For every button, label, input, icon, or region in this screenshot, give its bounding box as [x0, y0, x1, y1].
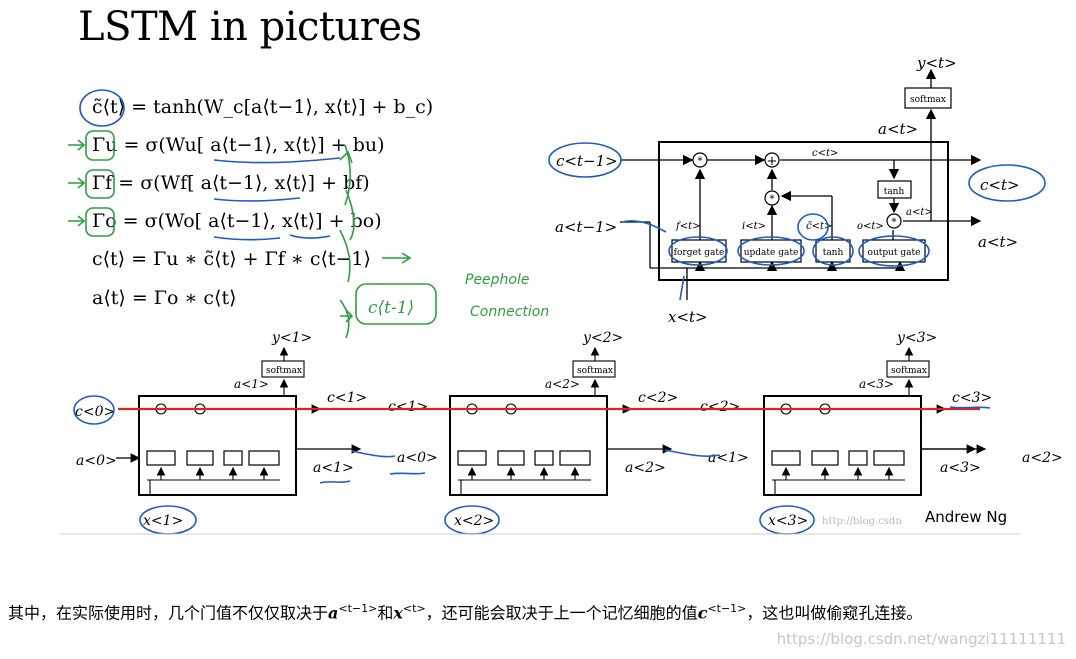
cell-state-out-label: c<2> [638, 390, 678, 406]
svg-text:output gate: output gate [868, 248, 921, 258]
unrolled-gate-box [248, 450, 280, 466]
svg-text:*: * [698, 156, 703, 167]
svg-text:tanh: tanh [823, 248, 844, 258]
activation-top-label: a<3> [859, 377, 894, 391]
peephole-note-line1: Peephole [465, 272, 530, 288]
svg-text:+: + [767, 154, 778, 169]
svg-text:o<t>: o<t> [857, 221, 884, 232]
svg-text:c<t>: c<t> [980, 176, 1020, 194]
svg-text:a<t>: a<t> [878, 120, 918, 138]
c2-mid-label: c<2> [700, 399, 740, 415]
softmax-box [572, 360, 616, 378]
equation-c-tilde: c̃⟨t⟩ = tanh(W_c[a⟨t−1⟩, x⟨t⟩] + b_c) [92, 96, 434, 118]
svg-text:i<t>: i<t> [742, 221, 766, 232]
softmax-label: softmax [266, 366, 302, 376]
svg-text:update gate: update gate [744, 248, 799, 258]
unrolled-gate-box [534, 450, 554, 466]
svg-text:*: * [892, 217, 897, 228]
cell-state-out-label: c<1> [327, 390, 367, 406]
svg-text:x<t>: x<t> [668, 308, 708, 326]
activation-in-label: a<0> [397, 450, 438, 466]
peephole-note-line2: Connection [470, 304, 550, 320]
unrolled-cell-2: softmax y<2> a<2> c<2> a<1> x<2> [449, 330, 749, 529]
softmax-box [886, 360, 930, 378]
unrolled-gate-box [848, 450, 868, 466]
output-y-label: y<3> [896, 330, 937, 346]
output-y-label: y<1> [271, 330, 312, 346]
lstm-unrolled-chain: softmax y<1> a<1> c<1> a<0> x<1> softmax y<2> a<… [73, 330, 1063, 535]
svg-text:c<t−1>: c<t−1> [556, 152, 618, 170]
a3-out-label: a<3> [940, 460, 981, 476]
svg-text:*: * [770, 194, 775, 205]
activation-top-label: a<1> [234, 377, 269, 391]
input-x-label: x<2> [454, 513, 494, 529]
lstm-cell-detail: * + * * tanh softmax forget gate update … [548, 54, 1046, 326]
svg-text:f<t>: f<t> [675, 221, 700, 232]
output-y-label: y<2> [582, 330, 623, 346]
equation-forget-gate: Γf = σ(Wf[ a⟨t−1⟩, x⟨t⟩] + bf) [92, 172, 370, 194]
equation-activation: a⟨t⟩ = Γo ∗ c⟨t⟩ [92, 287, 237, 309]
credit-andrew-ng: Andrew Ng [925, 508, 1008, 526]
input-x-label: x<1> [143, 513, 183, 529]
unrolled-gate-box [559, 450, 591, 466]
green-annotations [68, 130, 437, 339]
svg-text:c̃<t>: c̃<t> [806, 221, 832, 232]
chain-inputs: c<0> a<0> c<1> a<1> c<2> a<2> a<3> [75, 399, 981, 476]
svg-text:http://blog.csdn: http://blog.csdn [822, 516, 902, 527]
softmax-box [261, 360, 305, 378]
unrolled-gate-box [223, 450, 243, 466]
a2-mid-label: a<2> [625, 460, 666, 476]
unrolled-gate-box [146, 450, 176, 466]
svg-text:y<t>: y<t> [916, 54, 957, 72]
lecture-slide: LSTM in pictures c̃⟨t⟩ = tanh(W_c[a⟨t−1⟩… [60, 4, 1063, 535]
cell-state-out-label: c<3> [952, 390, 992, 406]
unrolled-gate-box [457, 450, 487, 466]
unrolled-gate-box [497, 450, 525, 466]
svg-text:c<t>: c<t> [812, 148, 838, 159]
unrolled-cell-1: softmax y<1> a<1> c<1> a<0> x<1> [138, 330, 438, 529]
c0-label: c<0> [75, 404, 115, 420]
page-watermark: https://blog.csdn.net/wangzi11111111 [776, 630, 1066, 648]
unrolled-gate-box [873, 450, 905, 466]
blue-equation-marks [79, 89, 341, 241]
svg-text:tanh: tanh [884, 187, 905, 197]
equation-output-gate: Γo = σ(Wo[ a⟨t−1⟩, x⟨t⟩] + bo) [92, 210, 382, 232]
a1-mid-label: a<1> [313, 460, 354, 476]
equation-update-gate: Γu = σ(Wu[ a⟨t−1⟩, x⟨t⟩] + bu) [92, 134, 385, 156]
activation-in-label: a<2> [1022, 450, 1063, 466]
activation-in-label: a<1> [708, 450, 749, 466]
svg-text:c⟨t-1⟩: c⟨t-1⟩ [368, 298, 414, 318]
svg-text:forget gate: forget gate [674, 248, 725, 258]
unrolled-gate-box [771, 450, 801, 466]
c1-mid-label: c<1> [388, 399, 428, 415]
softmax-label: softmax [577, 366, 613, 376]
equation-cell-state: c⟨t⟩ = Γu ∗ c̃⟨t⟩ + Γf ∗ c⟨t−1⟩ [92, 248, 371, 270]
c-prev-handwritten-note: c⟨t-1⟩ [368, 298, 414, 318]
svg-text:a<t>: a<t> [978, 233, 1018, 251]
input-x-label: x<3> [768, 513, 808, 529]
svg-text:a<t>: a<t> [906, 207, 933, 218]
caption-paragraph: 其中，在实际使用时，几个门值不仅仅取决于a<t−1>和x<t>，还可能会取决于上… [8, 602, 923, 623]
lstm-diagram: c⟨t-1⟩ [60, 54, 1063, 535]
activation-top-label: a<2> [545, 377, 580, 391]
svg-text:a<t−1>: a<t−1> [555, 218, 617, 236]
unrolled-gate-box [186, 450, 214, 466]
a0-label: a<0> [76, 453, 117, 469]
slide-title: LSTM in pictures [78, 4, 422, 50]
unrolled-cell-3: softmax y<3> a<3> c<3> a<2> x<3> [763, 330, 1063, 529]
svg-text:softmax: softmax [910, 95, 946, 105]
inner-watermark: http://blog.csdn [822, 516, 902, 527]
softmax-label: softmax [891, 366, 927, 376]
unrolled-gate-box [811, 450, 839, 466]
